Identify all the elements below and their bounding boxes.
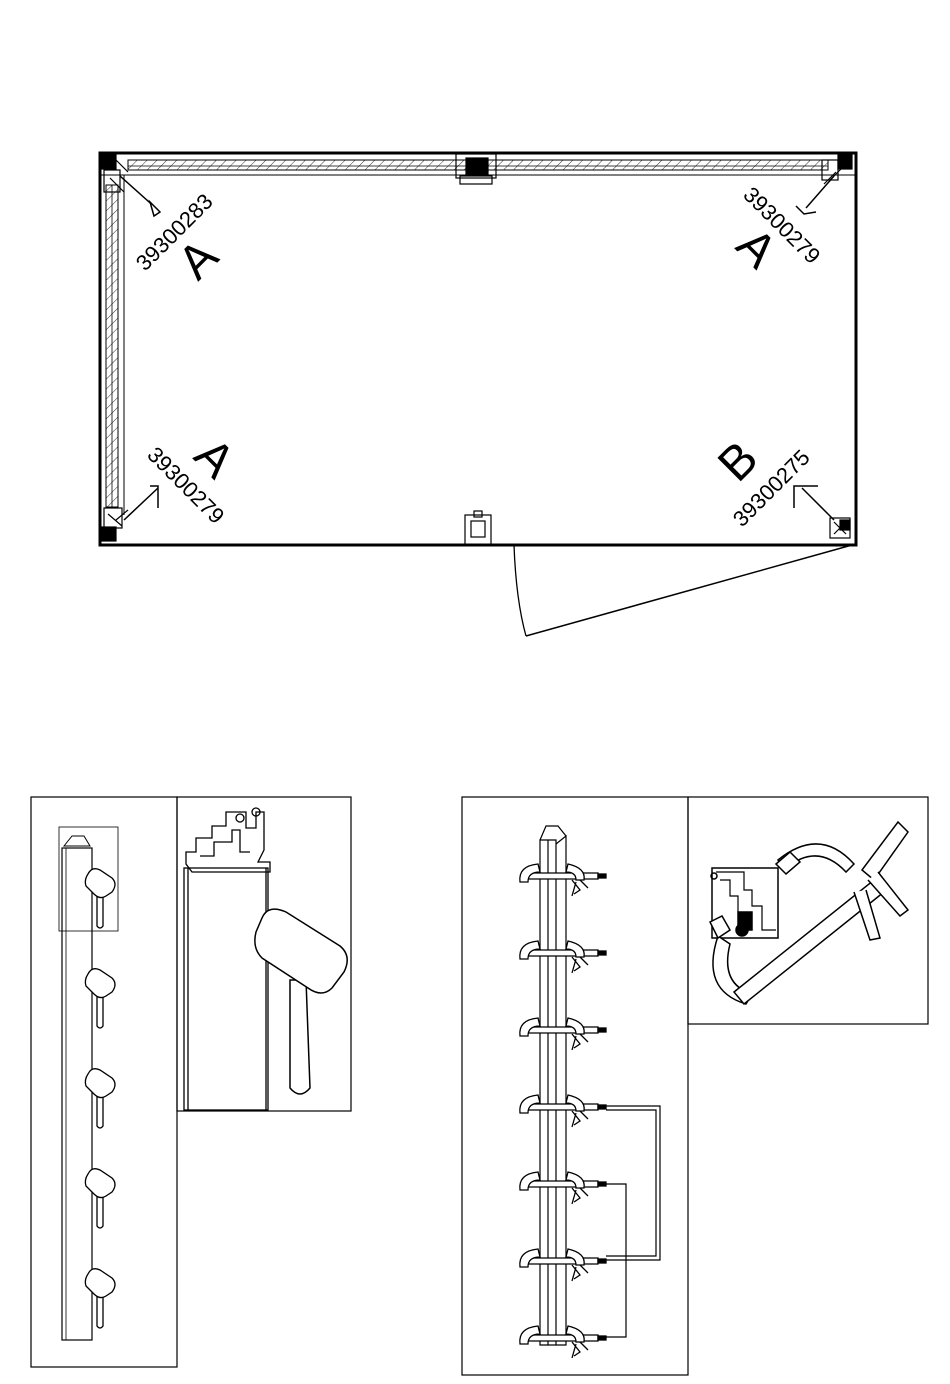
arrow-bottom-left xyxy=(124,486,158,520)
small-hammer xyxy=(85,869,115,928)
zoomed-clamp xyxy=(710,822,908,1004)
clamp xyxy=(520,1249,606,1281)
zoomed-profile xyxy=(184,808,270,1110)
small-hammers xyxy=(85,869,115,1328)
small-hammer xyxy=(85,1169,115,1228)
clamp xyxy=(520,1326,606,1358)
clamp-profile-bar xyxy=(540,826,566,1345)
clamp xyxy=(520,1172,606,1204)
profile-bar xyxy=(62,848,92,1340)
corner-profile-bottom-right xyxy=(830,518,850,538)
clamp-detail-panel xyxy=(462,797,928,1375)
door-hinge xyxy=(465,511,491,545)
corner-profile-bottom-left xyxy=(102,508,128,541)
small-hammer xyxy=(85,969,115,1028)
large-hammer xyxy=(255,909,347,1094)
hammer-detail-panel xyxy=(31,797,351,1367)
small-hammer xyxy=(85,1269,115,1328)
clamps xyxy=(520,864,606,1358)
arrow-top-right xyxy=(796,176,834,214)
small-hammer xyxy=(85,1069,115,1128)
clamp xyxy=(520,1018,606,1050)
profile-bar-top xyxy=(64,836,90,846)
floor-plan: 39300283 39300279 39300279 39300275 A A … xyxy=(100,153,856,636)
clamp xyxy=(520,864,606,896)
clamp xyxy=(520,941,606,973)
clamp-connector-lines xyxy=(606,1106,660,1337)
door-swing-arc xyxy=(514,545,526,636)
arrow-top-left xyxy=(120,176,160,216)
door-leaf xyxy=(526,545,852,636)
clamp xyxy=(520,1095,606,1127)
arrow-bottom-right xyxy=(794,486,834,520)
